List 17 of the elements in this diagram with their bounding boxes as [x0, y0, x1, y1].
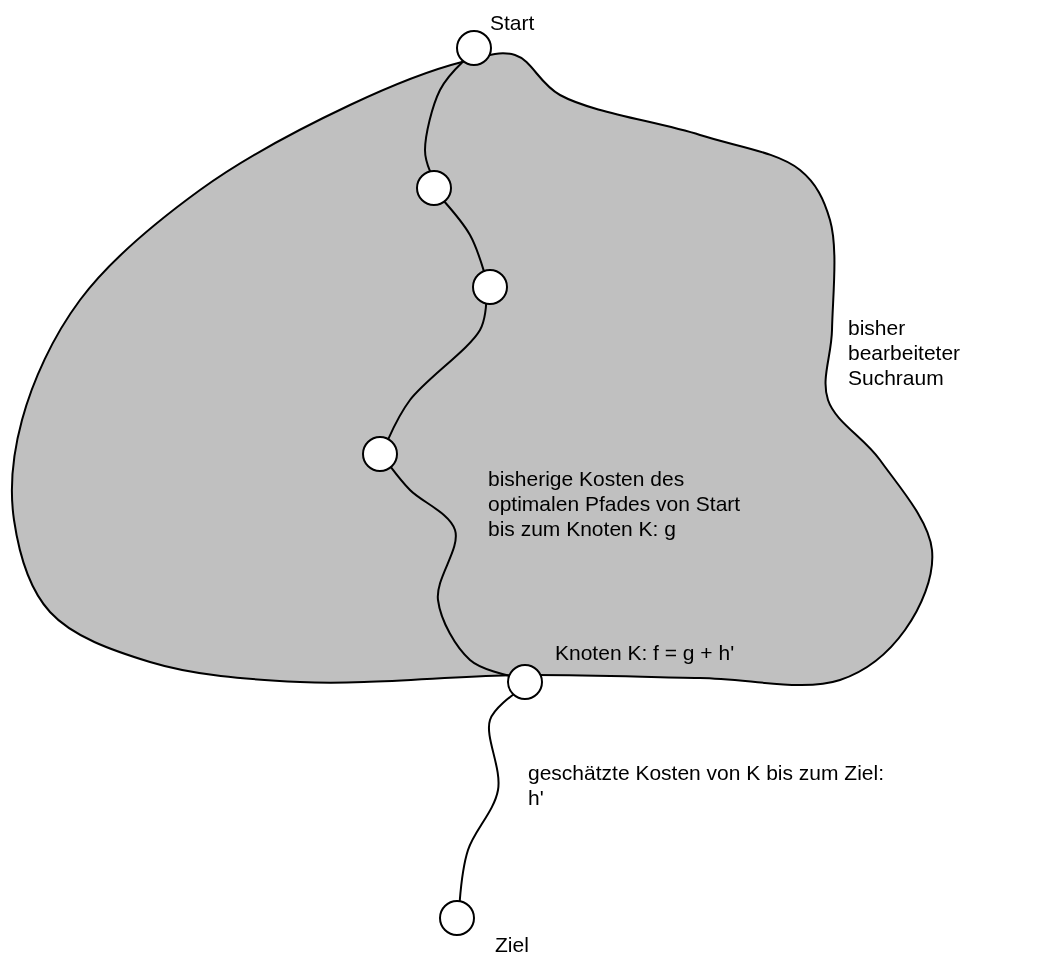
- annotation-text: bisherige Kosten des optimalen Pfades von Start bis zum Knoten K: g: [488, 466, 742, 542]
- node-caption: Knoten K: f = g + h': [555, 640, 736, 666]
- circle-node: [456, 30, 492, 66]
- path-line: [389, 466, 511, 677]
- path-line: [458, 693, 515, 903]
- node-caption: bisher bearbeiteter Suchraum: [848, 315, 962, 391]
- path-line: [424, 60, 465, 173]
- path-line: [443, 200, 485, 273]
- path-line: [387, 302, 488, 441]
- circle-node: [507, 664, 543, 700]
- node-caption: Ziel: [495, 932, 530, 958]
- circle-node: [472, 269, 508, 305]
- circle-node: [362, 436, 398, 472]
- circle-node: [439, 900, 475, 936]
- node-caption: Start: [490, 10, 536, 36]
- circle-node: [416, 170, 452, 206]
- annotation-text: geschätzte Kosten von K bis zum Ziel: h': [528, 760, 885, 811]
